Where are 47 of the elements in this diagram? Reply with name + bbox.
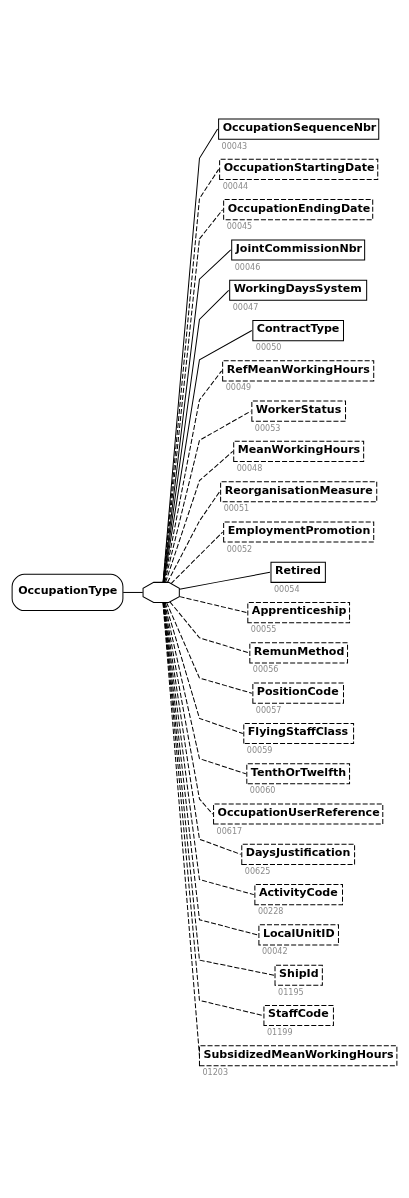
connector: [162, 601, 259, 935]
connector: [163, 329, 253, 583]
connector: [163, 601, 242, 855]
node-label: 00043: [221, 141, 248, 151]
node-label: 00617: [216, 826, 243, 836]
node-label: 00057: [255, 705, 282, 715]
connector: [179, 595, 248, 613]
connector: [163, 289, 230, 583]
node-label: 00625: [244, 866, 271, 876]
node-box: OccupationType: [11, 573, 124, 611]
connector: [162, 601, 200, 1056]
node-label: 00059: [246, 745, 273, 755]
node-label: 01195: [278, 987, 304, 997]
node-label: 00046: [234, 262, 261, 272]
connector: [166, 601, 253, 694]
connector: [162, 601, 275, 976]
connector: [170, 531, 224, 584]
node-label: 00053: [254, 423, 281, 433]
node-label: 00052: [226, 544, 253, 554]
node-label: 01203: [202, 1067, 229, 1077]
node-label: 00060: [249, 785, 276, 795]
node-label: 00048: [236, 463, 263, 473]
node-label: 00054: [274, 584, 300, 594]
connector: [165, 450, 234, 583]
connector: [169, 601, 250, 653]
connector: [179, 571, 271, 590]
node-label: 00056: [252, 664, 279, 674]
node-label: 00050: [255, 342, 282, 352]
node-label: 00047: [232, 302, 259, 312]
node-octagon: [142, 581, 180, 603]
connector: [122, 591, 144, 593]
connector: [164, 601, 247, 774]
node-label: 00045: [226, 221, 253, 231]
connector: [163, 601, 255, 895]
connector: [162, 601, 264, 1016]
node-label: 00055: [250, 624, 277, 634]
node-label: 00051: [223, 503, 250, 513]
connector: [164, 410, 252, 582]
connector: [162, 248, 232, 583]
node-label: 00042: [261, 946, 288, 956]
node-label: 00228: [257, 906, 284, 916]
connector: [163, 369, 223, 583]
node-label: 00044: [222, 181, 249, 191]
node-label: 00049: [225, 382, 252, 392]
connector: [167, 490, 221, 583]
node-label: 01199: [266, 1027, 293, 1037]
connector: [164, 601, 244, 734]
